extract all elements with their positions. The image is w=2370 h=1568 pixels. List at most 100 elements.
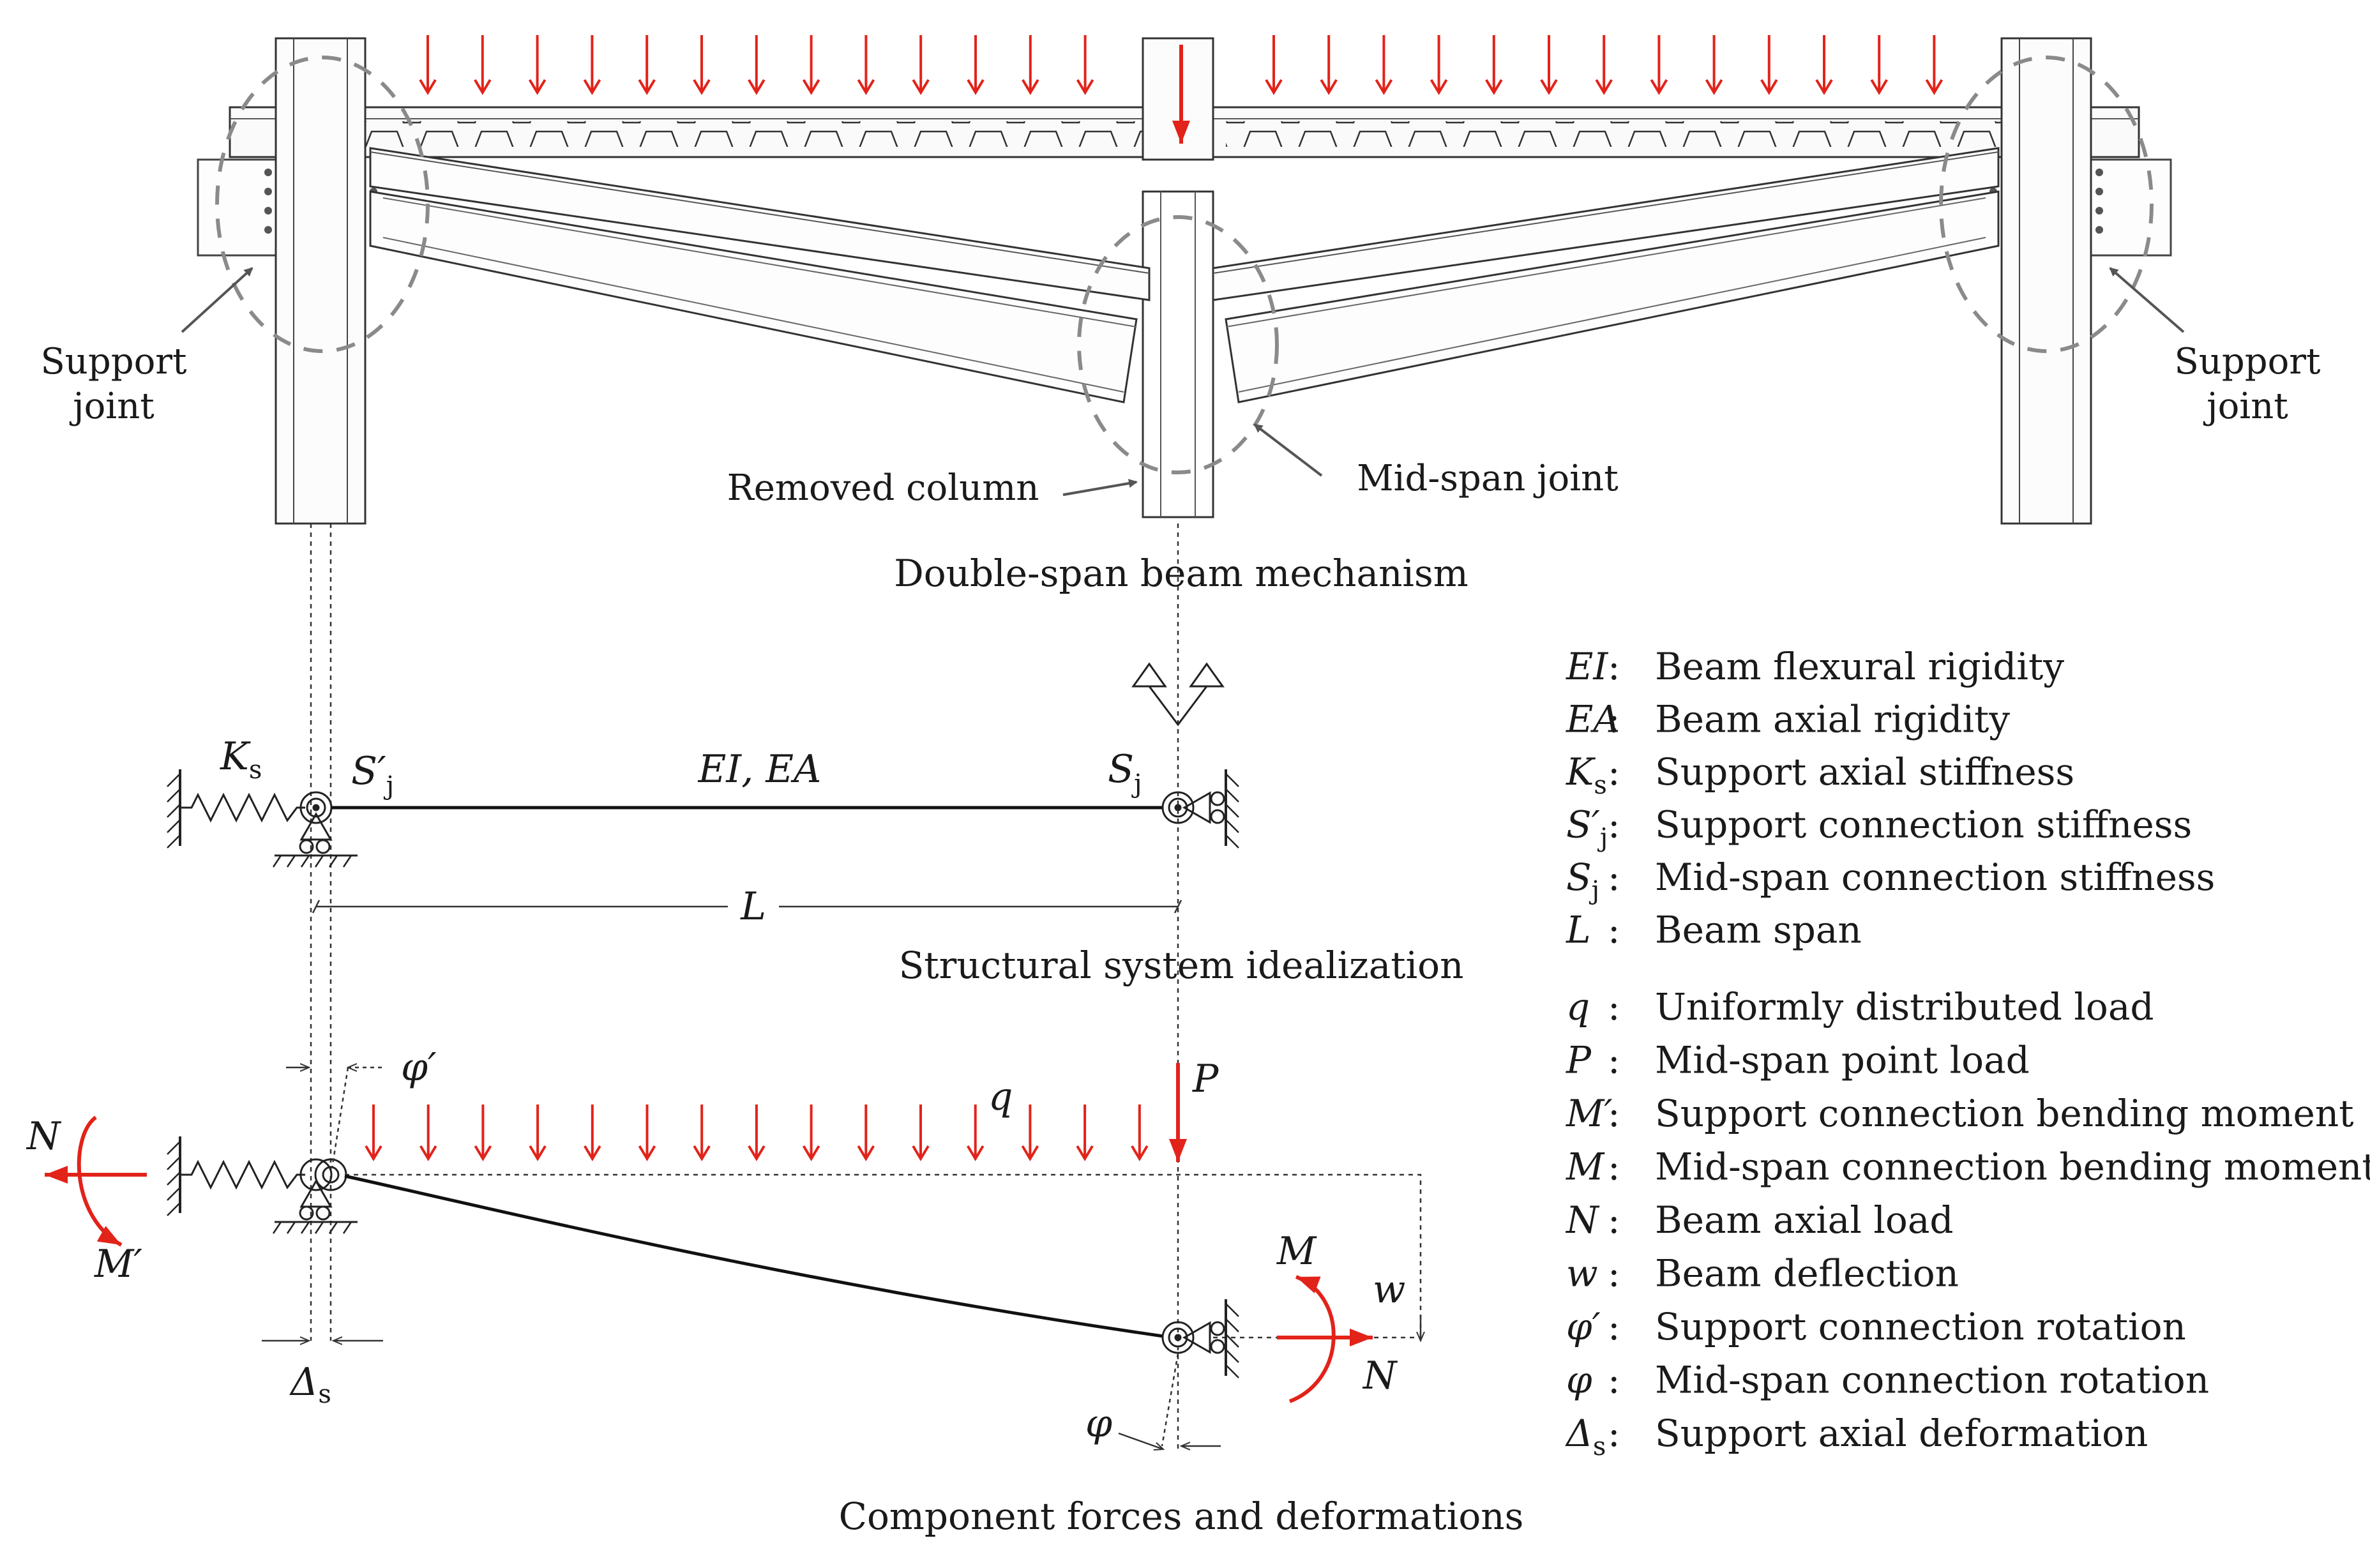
- legend-symbol: q: [1566, 985, 1590, 1029]
- left-support-joint-circle: [215, 56, 430, 353]
- left-hinge-deformed: [275, 1158, 358, 1223]
- right-support-joint-circle: [1939, 56, 2154, 353]
- legend-row: EA: Beam axial rigidity: [1566, 698, 2010, 741]
- legend-separator: :: [1608, 698, 1620, 741]
- distributed-load-arrows: [419, 35, 1944, 95]
- legend-symbol: N: [1565, 1198, 1600, 1242]
- legend-symbol: S′j: [1566, 803, 1608, 853]
- legend-row: w : Beam deflection: [1566, 1252, 1959, 1295]
- legend-description: Support connection stiffness: [1655, 803, 2192, 847]
- legend-symbol: Ks: [1566, 750, 1607, 800]
- ks-label: Ks: [220, 734, 262, 785]
- undeformed-reference-line: [345, 1173, 1422, 1338]
- legend-description: Uniformly distributed load: [1655, 985, 2154, 1029]
- legend-separator: :: [1608, 1412, 1620, 1455]
- left-hinge: [275, 791, 358, 857]
- panel3-caption: Component forces and deformations: [839, 1495, 1524, 1538]
- legend-row: φ′ : Support connection rotation: [1566, 1305, 2186, 1348]
- legend-row: M : Mid-span connection bending moment: [1566, 1145, 2370, 1189]
- legend-symbol: φ: [1566, 1359, 1592, 1402]
- right-moment-arrow: [1288, 1275, 1336, 1403]
- legend-description: Support connection bending moment: [1655, 1092, 2354, 1135]
- legend-separator: :: [1608, 1092, 1620, 1135]
- panel-double-span-mechanism: Support joint Support joint Removed colu…: [40, 35, 2321, 595]
- panel1-caption: Double-span beam mechanism: [894, 552, 1468, 595]
- left-moment-arrow: [77, 1115, 123, 1247]
- legend-separator: :: [1608, 1039, 1620, 1082]
- panel-structural-idealization: Ks S′j Sj EI, EA L Structural system ide…: [167, 662, 1464, 987]
- right-support-joint-label-line1: Support: [2174, 341, 2321, 382]
- legend-row: EI : Beam flexural rigidity: [1566, 645, 2064, 688]
- legend-separator: :: [1608, 750, 1620, 794]
- legend-description: Mid-span connection rotation: [1655, 1359, 2209, 1402]
- left-support-joint-label-line2: joint: [69, 386, 155, 427]
- legend-row: q : Uniformly distributed load: [1566, 985, 2154, 1029]
- legend-description: Beam span: [1655, 908, 1862, 952]
- legend-symbol: M: [1566, 1145, 1605, 1189]
- left-column: [264, 37, 377, 525]
- legend-symbol: EA: [1566, 698, 1620, 741]
- w-label: w: [1373, 1267, 1405, 1312]
- m-label: M: [1276, 1229, 1317, 1274]
- q-load-arrows: [365, 1104, 1149, 1161]
- legend-separator: :: [1608, 1359, 1620, 1402]
- right-support-joint-label-line2: joint: [2203, 386, 2288, 427]
- legend-row: L : Beam span: [1566, 908, 1862, 952]
- right-column: [1989, 37, 2103, 525]
- legend-symbol: Sj: [1566, 856, 1599, 905]
- delta-s-label: Δs: [289, 1360, 331, 1409]
- left-n-label: N: [26, 1114, 62, 1159]
- legend-description: Beam axial rigidity: [1655, 698, 2010, 741]
- legend-row: Δs : Support axial deformation: [1565, 1412, 2148, 1461]
- deflected-beam: [344, 1174, 1164, 1338]
- support-spring: [180, 792, 305, 823]
- panel-component-forces: φ′ q P N M′ M w N φ Δs Component forces …: [26, 1045, 1523, 1538]
- panel2-caption: Structural system idealization: [899, 944, 1464, 987]
- legend-separator: :: [1608, 985, 1620, 1029]
- left-support-joint-label-line1: Support: [40, 341, 187, 382]
- legend-description: Support axial deformation: [1655, 1412, 2148, 1455]
- legend-description: Mid-span point load: [1655, 1039, 2030, 1082]
- legend-row: S′j : Support connection stiffness: [1566, 803, 2192, 853]
- p-label: P: [1192, 1057, 1219, 1101]
- legend-row: N : Beam axial load: [1565, 1198, 1954, 1242]
- beam-properties-label: EI, EA: [698, 747, 822, 792]
- legend-row: Sj : Mid-span connection stiffness: [1566, 856, 2215, 905]
- legend-description: Beam flexural rigidity: [1655, 645, 2064, 688]
- right-hinge-deformed: [1161, 1299, 1227, 1376]
- legend-separator: :: [1608, 908, 1620, 952]
- legend-row: M′: Support connection bending moment: [1566, 1092, 2354, 1135]
- midspan-joint-label: Mid-span joint: [1357, 458, 1619, 499]
- legend-symbol: w: [1566, 1252, 1598, 1295]
- midspan-joint-circle: [1077, 215, 1279, 474]
- slab-deck-profile: [358, 121, 1181, 147]
- legend-separator: :: [1608, 1305, 1620, 1348]
- removed-column: [1142, 37, 1214, 518]
- alignment-guides: [310, 524, 1179, 1449]
- legend-row: P : Mid-span point load: [1566, 1039, 2030, 1082]
- legend-row: φ : Mid-span connection rotation: [1566, 1359, 2209, 1402]
- phi-prime-label: φ′: [401, 1045, 437, 1090]
- right-hinge: [1161, 769, 1227, 846]
- legend-separator: :: [1608, 803, 1620, 847]
- removed-column-label: Removed column: [727, 467, 1039, 509]
- sj-label: Sj: [1108, 747, 1142, 799]
- legend-symbol: L: [1566, 908, 1591, 952]
- left-deformed-beam: [369, 147, 1151, 403]
- legend-symbol: φ′: [1566, 1305, 1601, 1348]
- legend-description: Support connection rotation: [1655, 1305, 2186, 1348]
- legend-separator: :: [1608, 645, 1620, 688]
- legend-description: Mid-span connection bending moment: [1655, 1145, 2370, 1189]
- legend-symbol: Δs: [1565, 1412, 1606, 1461]
- right-deformed-beam: [1212, 147, 2000, 403]
- legend-description: Beam axial load: [1655, 1198, 1954, 1242]
- q-label: q: [988, 1074, 1013, 1119]
- legend-description: Support axial stiffness: [1655, 750, 2074, 794]
- legend-symbol: EI: [1566, 645, 1608, 688]
- legend-symbol: M′: [1566, 1092, 1613, 1135]
- symmetry-marker: [1131, 662, 1225, 727]
- legend-separator: :: [1608, 1145, 1620, 1189]
- legend-symbol: P: [1566, 1039, 1592, 1082]
